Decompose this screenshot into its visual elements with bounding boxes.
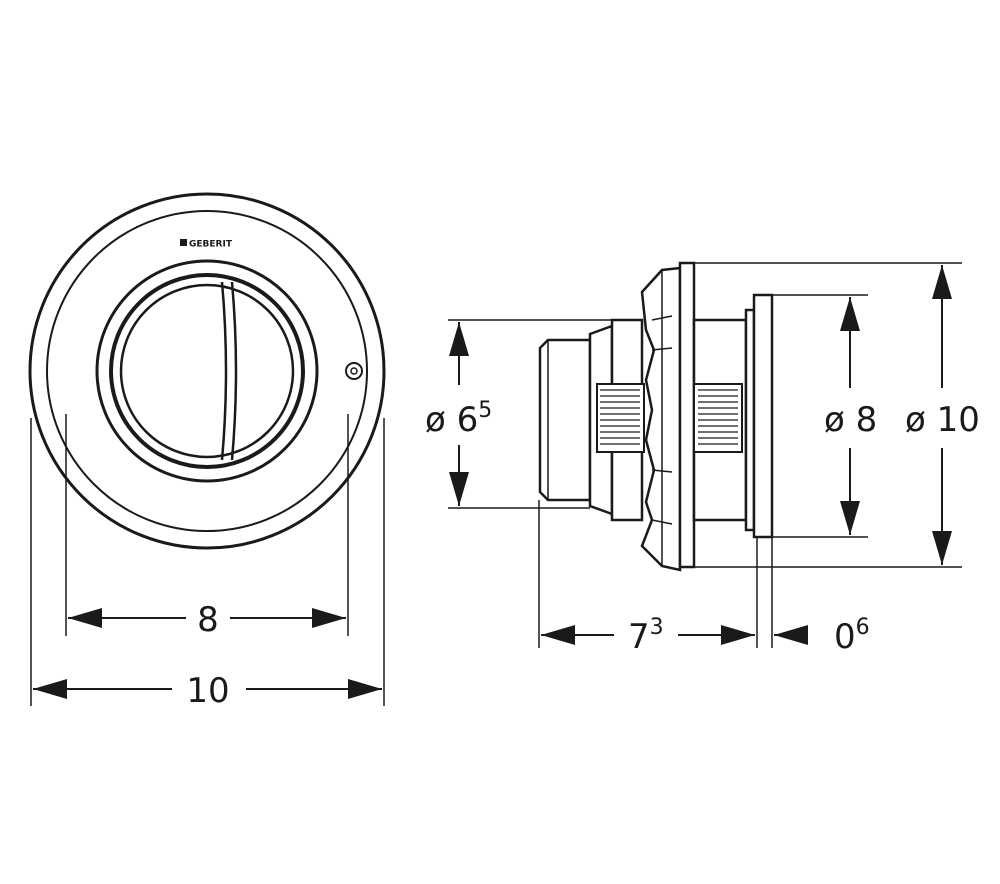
front-outer-width-label: 10: [186, 671, 229, 711]
thread-right: [693, 383, 743, 453]
button-outer-rim: [109, 273, 305, 469]
indicator-screw-center-icon: [350, 367, 358, 375]
thread-hatching: [600, 389, 738, 445]
button-split-line: [220, 281, 228, 461]
geberit-logo: GEBERIT: [180, 239, 233, 250]
clamp-nut-details: [651, 270, 673, 566]
side-extension-lines: [448, 262, 962, 648]
plate-thickness-label: 06: [834, 615, 870, 657]
logo-text: GEBERIT: [189, 240, 233, 250]
thread-left: [596, 383, 645, 453]
front-inner-width-label: 8: [197, 600, 219, 640]
side-view: [538, 261, 774, 572]
cover-flange: [752, 293, 774, 539]
indicator-screw-icon: [345, 362, 363, 380]
button-split-line-2: [230, 281, 238, 461]
flange-diameter-label: ø 8: [824, 400, 877, 440]
button-face: [119, 283, 295, 459]
plate-diameter-label: ø 10: [905, 400, 980, 440]
button-housing-ring: [95, 259, 319, 483]
cover-plate-outer-ring: [28, 192, 386, 550]
depth-label: 73: [628, 615, 664, 657]
front-extension-lines: [30, 414, 385, 706]
body-diameter-label: ø 65: [425, 398, 492, 440]
clamp-nut: [640, 266, 682, 572]
front-view: [28, 192, 386, 550]
mounting-plate: [678, 261, 696, 569]
cover-plate-inner-ring: [46, 210, 368, 532]
